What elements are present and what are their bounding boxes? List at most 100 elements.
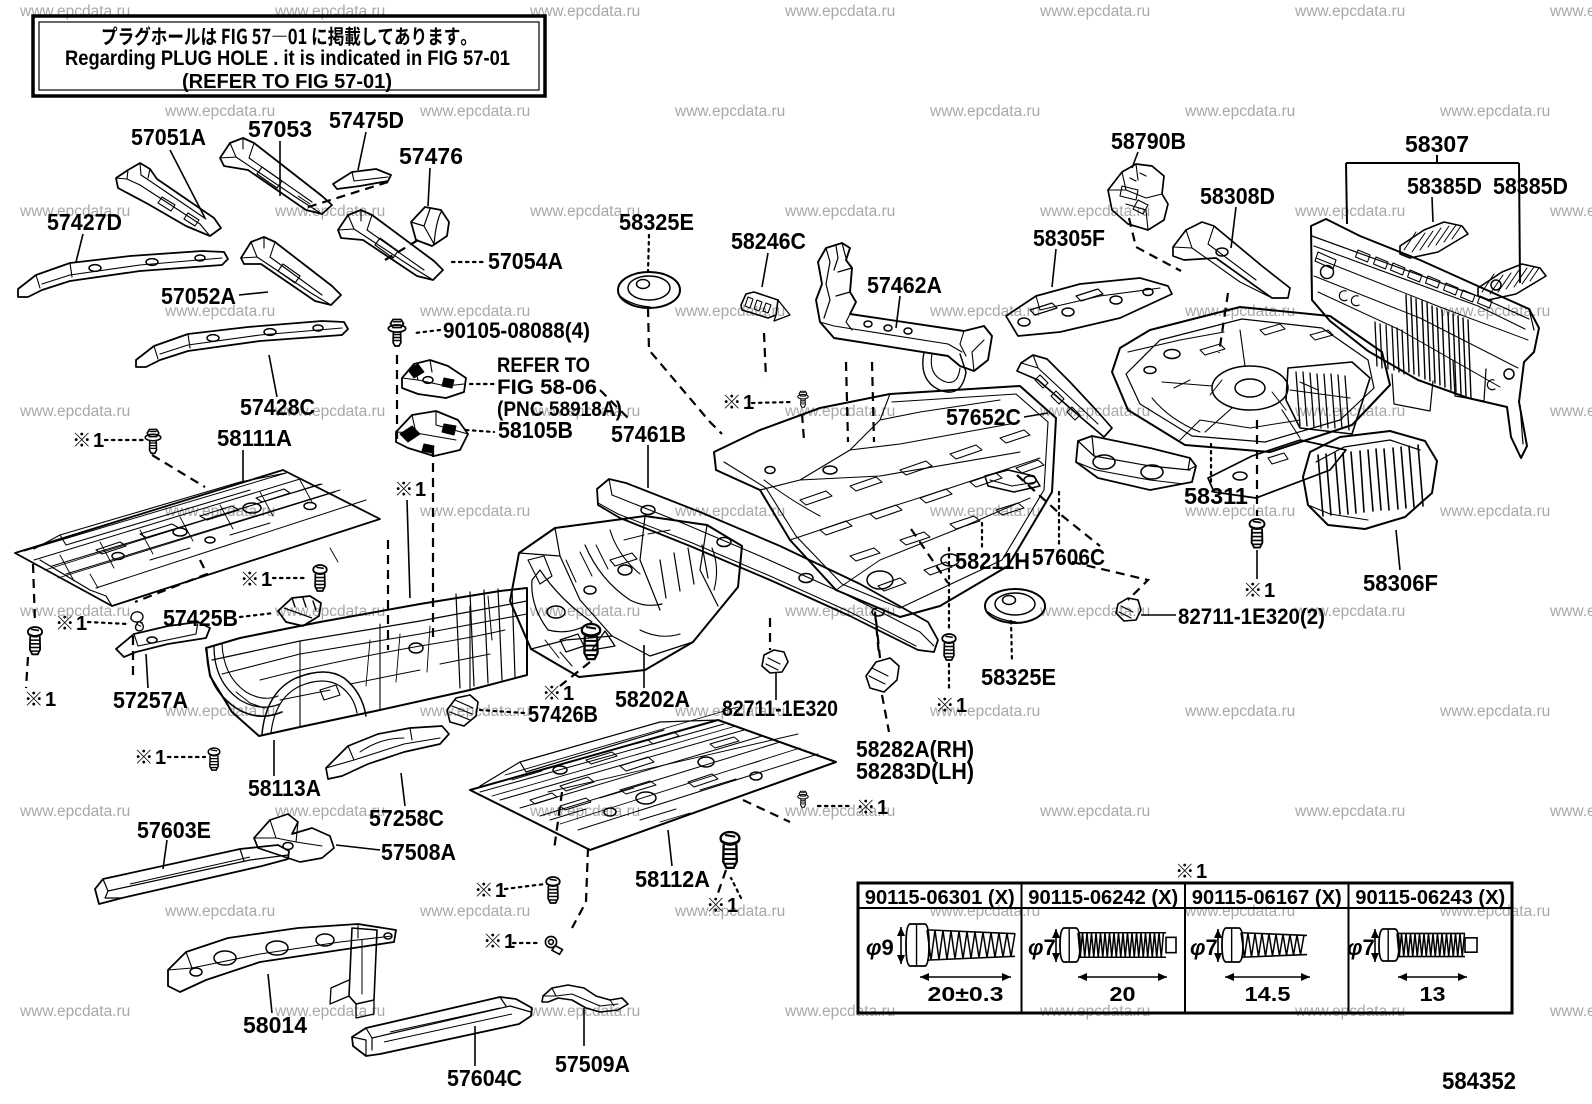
svg-text:www.epcdata.ru: www.epcdata.ru (784, 1003, 895, 1020)
svg-text:90115-06242 (X): 90115-06242 (X) (1028, 887, 1178, 909)
svg-text:www.epcdata.ru: www.epcdata.ru (1184, 303, 1295, 320)
svg-text:www.epcdata.ru: www.epcdata.ru (274, 603, 385, 620)
svg-text:www.epcdata.ru: www.epcdata.ru (1549, 3, 1592, 20)
svg-text:www.epcdata.ru: www.epcdata.ru (674, 303, 785, 320)
svg-text:57475D: 57475D (329, 107, 404, 133)
svg-text:www.epcdata.ru: www.epcdata.ru (164, 103, 275, 120)
svg-text:www.epcdata.ru: www.epcdata.ru (1549, 403, 1592, 420)
svg-text:57257A: 57257A (113, 687, 188, 713)
svg-text:58311: 58311 (1184, 483, 1248, 509)
svg-text:www.epcdata.ru: www.epcdata.ru (1039, 3, 1150, 20)
svg-text:φ7: φ7 (1028, 935, 1056, 960)
svg-text:57427D: 57427D (47, 209, 122, 235)
svg-text:58325E: 58325E (619, 209, 694, 235)
svg-text:57052A: 57052A (161, 283, 236, 309)
svg-text:58113A: 58113A (248, 775, 321, 801)
svg-text:(PNC 58918A): (PNC 58918A) (497, 398, 622, 421)
svg-text:www.epcdata.ru: www.epcdata.ru (1294, 603, 1405, 620)
svg-text:www.epcdata.ru: www.epcdata.ru (1184, 703, 1295, 720)
svg-text:57258C: 57258C (369, 805, 444, 831)
svg-text:www.epcdata.ru: www.epcdata.ru (1439, 703, 1550, 720)
svg-text:φ7: φ7 (1347, 935, 1375, 960)
svg-text:90115-06301 (X): 90115-06301 (X) (865, 887, 1015, 909)
svg-text:57428C: 57428C (240, 394, 315, 420)
svg-text:www.epcdata.ru: www.epcdata.ru (784, 203, 895, 220)
svg-text:www.epcdata.ru: www.epcdata.ru (1549, 803, 1592, 820)
svg-text:www.epcdata.ru: www.epcdata.ru (19, 403, 130, 420)
svg-text:57603E: 57603E (137, 817, 211, 843)
svg-text:www.epcdata.ru: www.epcdata.ru (674, 103, 785, 120)
svg-text:58306F: 58306F (1363, 570, 1438, 596)
svg-text:57652C: 57652C (946, 404, 1021, 430)
svg-text:www.epcdata.ru: www.epcdata.ru (419, 103, 530, 120)
svg-text:90115-06243 (X): 90115-06243 (X) (1355, 887, 1505, 909)
svg-text:www.epcdata.ru: www.epcdata.ru (529, 403, 640, 420)
svg-text:58325E: 58325E (981, 664, 1056, 690)
svg-text:www.epcdata.ru: www.epcdata.ru (784, 403, 895, 420)
svg-text:www.epcdata.ru: www.epcdata.ru (1549, 1003, 1592, 1020)
svg-text:14.5: 14.5 (1245, 984, 1291, 1006)
svg-text:www.epcdata.ru: www.epcdata.ru (19, 203, 130, 220)
svg-text:www.epcdata.ru: www.epcdata.ru (419, 303, 530, 320)
svg-text:www.epcdata.ru: www.epcdata.ru (1294, 203, 1405, 220)
svg-text:www.epcdata.ru: www.epcdata.ru (274, 403, 385, 420)
svg-text:www.epcdata.ru: www.epcdata.ru (1294, 3, 1405, 20)
svg-text:57462A: 57462A (867, 272, 942, 298)
svg-text:58308D: 58308D (1200, 183, 1275, 209)
svg-text:www.epcdata.ru: www.epcdata.ru (1039, 403, 1150, 420)
svg-text:58385D: 58385D (1407, 173, 1482, 199)
svg-text:90115-06167 (X): 90115-06167 (X) (1192, 887, 1342, 909)
svg-text:58283D(LH): 58283D(LH) (856, 758, 974, 784)
svg-text:www.epcdata.ru: www.epcdata.ru (1439, 103, 1550, 120)
svg-text:57054A: 57054A (488, 248, 563, 274)
svg-text:www.epcdata.ru: www.epcdata.ru (1549, 203, 1592, 220)
svg-text:57508A: 57508A (381, 839, 456, 865)
svg-text:www.epcdata.ru: www.epcdata.ru (784, 3, 895, 20)
svg-text:www.epcdata.ru: www.epcdata.ru (164, 903, 275, 920)
svg-text:www.epcdata.ru: www.epcdata.ru (1184, 103, 1295, 120)
svg-text:58112A: 58112A (635, 866, 710, 892)
svg-text:www.epcdata.ru: www.epcdata.ru (1039, 203, 1150, 220)
svg-text:90105-08088(4): 90105-08088(4) (443, 318, 590, 343)
svg-text:www.epcdata.ru: www.epcdata.ru (674, 503, 785, 520)
svg-text:www.epcdata.ru: www.epcdata.ru (1039, 603, 1150, 620)
svg-text:www.epcdata.ru: www.epcdata.ru (164, 303, 275, 320)
svg-text:58385D: 58385D (1493, 173, 1568, 199)
svg-text:58307: 58307 (1405, 131, 1469, 157)
svg-text:Regarding PLUG HOLE . it is: Regarding PLUG HOLE . it is indicated in… (65, 47, 510, 70)
svg-text:www.epcdata.ru: www.epcdata.ru (929, 103, 1040, 120)
svg-text:58282A(RH): 58282A(RH) (856, 736, 974, 762)
svg-text:57461B: 57461B (611, 421, 686, 447)
svg-text:58202A: 58202A (615, 686, 690, 712)
svg-text:www.epcdata.ru: www.epcdata.ru (784, 803, 895, 820)
svg-text:www.epcdata.ru: www.epcdata.ru (929, 303, 1040, 320)
svg-text:www.epcdata.ru: www.epcdata.ru (929, 503, 1040, 520)
svg-text:13: 13 (1420, 984, 1446, 1006)
svg-text:57606C: 57606C (1032, 544, 1105, 570)
svg-text:www.epcdata.ru: www.epcdata.ru (1549, 603, 1592, 620)
svg-text:57476: 57476 (399, 143, 463, 169)
svg-text:82711-1E320(2): 82711-1E320(2) (1178, 604, 1325, 629)
svg-text:www.epcdata.ru: www.epcdata.ru (529, 3, 640, 20)
svg-text:www.epcdata.ru: www.epcdata.ru (274, 803, 385, 820)
svg-text:584352: 584352 (1442, 1068, 1516, 1095)
svg-text:www.epcdata.ru: www.epcdata.ru (1294, 803, 1405, 820)
svg-text:20±0.3: 20±0.3 (928, 984, 1004, 1006)
svg-text:REFER TO: REFER TO (497, 354, 590, 377)
svg-text:58305F: 58305F (1033, 225, 1105, 251)
svg-text:57604C: 57604C (447, 1065, 522, 1091)
svg-text:57053: 57053 (248, 116, 312, 142)
svg-text:www.epcdata.ru: www.epcdata.ru (419, 903, 530, 920)
svg-text:www.epcdata.ru: www.epcdata.ru (529, 603, 640, 620)
svg-text:57426B: 57426B (528, 701, 598, 727)
svg-text:www.epcdata.ru: www.epcdata.ru (419, 503, 530, 520)
svg-text:φ7: φ7 (1190, 935, 1218, 960)
svg-text:57425B: 57425B (163, 605, 238, 631)
svg-text:www.epcdata.ru: www.epcdata.ru (19, 1003, 130, 1020)
svg-text:www.epcdata.ru: www.epcdata.ru (674, 703, 785, 720)
svg-text:82711-1E320: 82711-1E320 (722, 696, 838, 721)
svg-text:www.epcdata.ru: www.epcdata.ru (274, 203, 385, 220)
svg-text:www.epcdata.ru: www.epcdata.ru (19, 803, 130, 820)
svg-text:FIG 58-06: FIG 58-06 (497, 376, 597, 399)
svg-text:www.epcdata.ru: www.epcdata.ru (274, 1003, 385, 1020)
